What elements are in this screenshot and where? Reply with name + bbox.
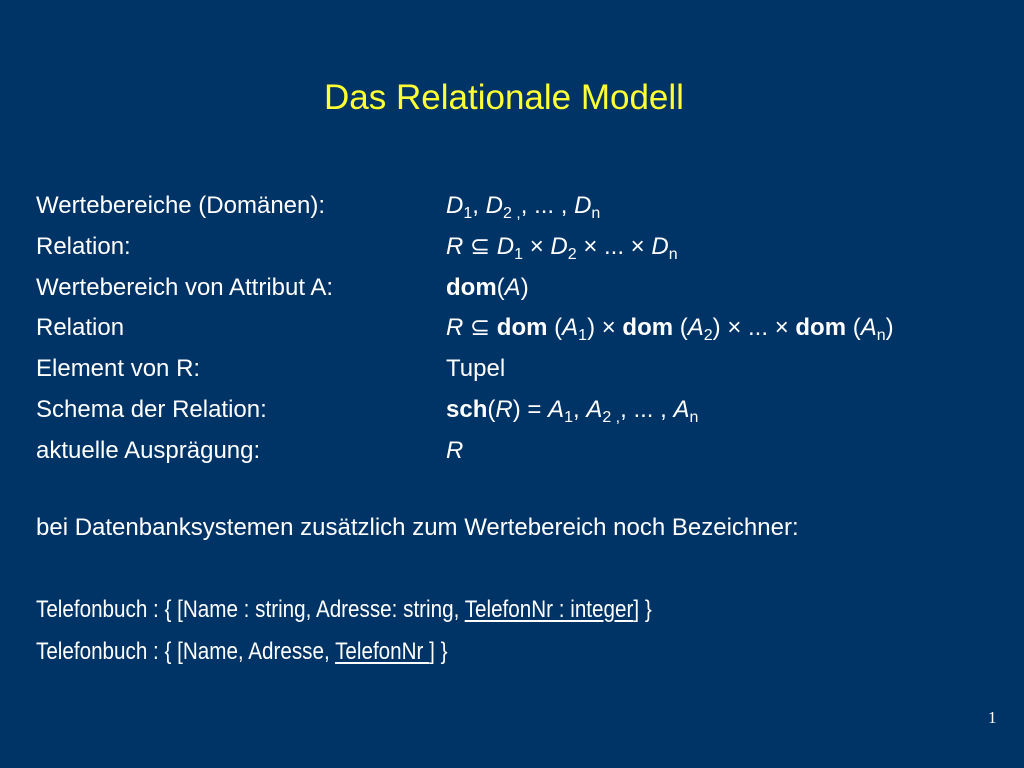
math-variable: D	[550, 232, 568, 260]
definition-label: aktuelle Ausprägung:	[36, 436, 261, 464]
definition-value: Tupel	[446, 349, 505, 390]
page-number: 1	[988, 708, 997, 727]
definition-label: Schema der Relation:	[36, 395, 267, 423]
math-variable: A	[548, 395, 565, 423]
math-variable: D	[496, 232, 515, 260]
math-variable: R	[446, 232, 464, 260]
math-variable: D	[446, 192, 464, 219]
math-variable: A	[504, 273, 521, 301]
math-variable: A	[562, 314, 579, 342]
math-function: dom	[795, 314, 847, 342]
math-variable: A	[586, 395, 603, 423]
math-variable: A	[860, 314, 877, 342]
math-text: (	[673, 314, 688, 342]
math-variable: D	[574, 192, 592, 219]
math-text: ×	[523, 232, 551, 260]
math-function: dom	[446, 273, 497, 301]
math-text: ⊆	[463, 314, 497, 342]
math-text: ⊆	[463, 232, 497, 260]
definition-value: dom(A)	[446, 268, 529, 309]
math-subscript: n	[876, 327, 886, 345]
math-subscript: 1	[514, 245, 524, 263]
slide-title: Das Relationale Modell	[324, 78, 684, 117]
math-subscript: 1	[463, 205, 473, 222]
math-text: (	[846, 314, 861, 342]
math-text: )	[885, 314, 894, 342]
math-subscript: n	[591, 205, 601, 222]
math-text: (	[547, 314, 563, 342]
definition-value: D1, D2 ,, ... , Dn	[446, 186, 600, 227]
math-variable: R	[446, 314, 464, 342]
math-variable: R	[446, 436, 464, 464]
example-key-attribute: TelefonNr : integer	[464, 596, 634, 623]
math-subscript: 2	[703, 327, 713, 345]
example-prefix: Telefonbuch : { [Name : string, Adresse:…	[36, 596, 465, 623]
definition-label: Element von R:	[36, 355, 201, 383]
definition-label: Wertebereiche (Domänen):	[36, 192, 326, 219]
definition-value: R ⊆ dom (A1) × dom (A2) × ... × dom (An)	[446, 308, 894, 349]
math-text: (	[496, 273, 505, 301]
definition-value: sch(R) = A1, A2 ,, ... , An	[446, 390, 698, 431]
math-text: )	[520, 273, 529, 301]
math-subscript: 2	[567, 245, 577, 263]
math-variable: A	[687, 314, 704, 342]
math-function: dom	[496, 314, 548, 342]
math-function: sch	[446, 395, 488, 423]
math-function: dom	[622, 314, 674, 342]
math-subscript: 2 ,	[602, 408, 621, 426]
math-text: ,	[572, 395, 587, 423]
math-text: ) =	[512, 395, 549, 423]
example-telefonbuch-untyped: Telefonbuch : { [Name, Adresse, TelefonN…	[36, 638, 448, 666]
example-prefix: Telefonbuch : { [Name, Adresse,	[36, 638, 336, 665]
math-variable: R	[495, 395, 513, 423]
math-subscript: 2 ,	[502, 205, 521, 222]
definition-value: R ⊆ D1 × D2 × ... × Dn	[446, 227, 678, 268]
math-text: (	[487, 395, 496, 423]
math-subscript: n	[689, 408, 699, 426]
math-text: ) × ... ×	[712, 314, 796, 342]
example-suffix: ] }	[633, 596, 652, 623]
math-text: , ... ,	[620, 395, 674, 423]
math-text: , ... ,	[520, 192, 575, 219]
definition-label: Wertebereich von Attribut A:	[36, 273, 334, 301]
math-text: × ... ×	[576, 232, 652, 260]
example-suffix: ] }	[429, 638, 448, 665]
math-text: ,	[472, 192, 486, 219]
definition-label: Relation	[36, 314, 125, 342]
definition-label: Relation:	[36, 232, 131, 260]
math-text: Tupel	[446, 355, 506, 383]
math-variable: D	[651, 232, 669, 260]
example-telefonbuch-typed: Telefonbuch : { [Name : string, Adresse:…	[36, 596, 652, 624]
identifier-note: bei Datenbanksystemen zusätzlich zum Wer…	[36, 514, 799, 541]
example-key-attribute: TelefonNr	[335, 638, 430, 665]
math-subscript: 1	[578, 327, 588, 345]
math-subscript: 1	[564, 408, 573, 426]
math-variable: A	[673, 395, 690, 423]
definition-value: R	[446, 431, 463, 472]
math-subscript: n	[668, 245, 678, 263]
math-variable: D	[485, 192, 503, 219]
math-text: ) ×	[587, 314, 623, 342]
